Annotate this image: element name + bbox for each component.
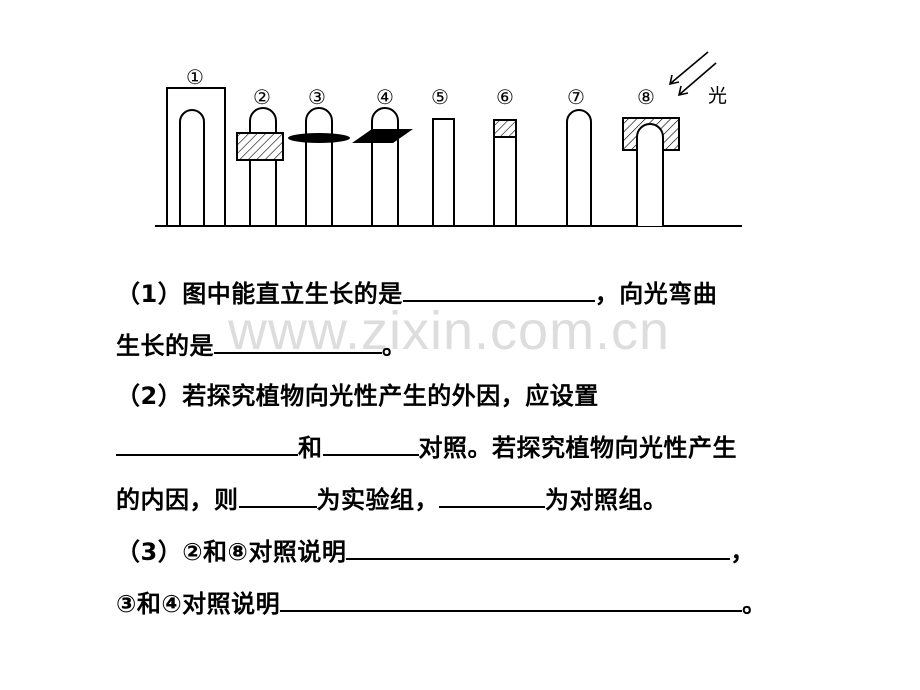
q2-blank-2[interactable] [322, 432, 419, 456]
q1-text-d: 。 [382, 332, 407, 360]
q1-text-b: ，向光弯曲 [594, 280, 718, 308]
seedling-7 [566, 109, 592, 226]
q1-text-c: 生长的是 [116, 332, 214, 360]
seedling-6 [493, 119, 517, 227]
label-5: ⑤ [431, 85, 449, 109]
q3-line-1: （3）②和⑧对照说明 ， [116, 532, 755, 567]
q3-text-a: （3）②和⑧对照说明 [116, 538, 347, 566]
q2-text-c: 对照。若探究植物向光性产生 [418, 434, 737, 462]
q3-line-2: ③和④对照说明 。 [116, 584, 767, 619]
q3-blank-2[interactable] [280, 588, 743, 612]
q2-text-b: 和 [298, 434, 323, 462]
q2-blank-4[interactable] [439, 484, 545, 508]
q1-text-a: （1）图中能直立生长的是 [116, 280, 403, 308]
seedling-1-box [166, 87, 226, 226]
q2-blank-3[interactable] [238, 484, 317, 508]
label-4: ④ [376, 85, 394, 109]
label-1: ① [186, 65, 204, 89]
q2-line-2: 和 对照。若探究植物向光性产生 [116, 428, 737, 463]
label-2: ② [253, 85, 271, 109]
q2-text-a: （2）若探究植物向光性产生的外因，应设置 [116, 382, 599, 410]
label-8: ⑧ [637, 85, 655, 109]
q1-blank-1[interactable] [402, 278, 595, 302]
seedling-5 [432, 118, 455, 227]
seedling-experiment-figure: ① ② ③ ④ ⑤ ⑥ ⑦ ⑧ 光 [155, 51, 742, 227]
q3-text-c: ③和④对照说明 [116, 590, 281, 618]
light-arrows-icon [668, 51, 717, 97]
q1-line-1: （1）图中能直立生长的是 ，向光弯曲 [116, 274, 717, 309]
light-label: 光 [708, 85, 727, 107]
q2-blank-1[interactable] [116, 432, 298, 456]
q2-text-e: 为实验组， [316, 486, 439, 514]
q3-text-d: 。 [742, 590, 767, 618]
q1-blank-2[interactable] [214, 330, 382, 354]
seedling-8 [622, 117, 680, 226]
seedling-2 [236, 107, 284, 226]
q2-line-1: （2）若探究植物向光性产生的外因，应设置 [116, 376, 599, 411]
label-6: ⑥ [496, 85, 514, 109]
q1-line-2: 生长的是 。 [116, 326, 407, 361]
watermark: www.zixin.com.cn [228, 301, 671, 361]
q2-text-f: 为对照组。 [545, 486, 668, 514]
seedling-3 [288, 107, 350, 226]
q2-text-d: 的内因，则 [116, 486, 239, 514]
q3-text-b: ， [730, 538, 755, 566]
label-7: ⑦ [567, 85, 585, 109]
seedling-4 [352, 107, 413, 226]
label-3: ③ [308, 85, 326, 109]
q3-blank-1[interactable] [346, 536, 731, 560]
q2-line-3: 的内因，则 为实验组， 为对照组。 [116, 480, 668, 515]
